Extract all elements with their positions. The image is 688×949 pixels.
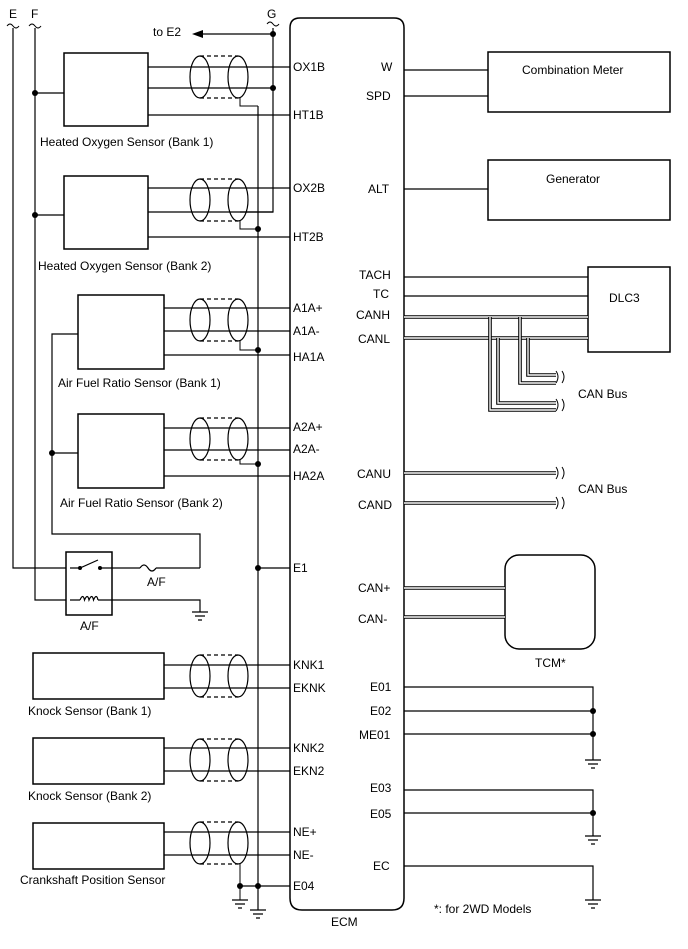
af-relay-label: A/F xyxy=(80,619,99,633)
ground-icon xyxy=(585,899,601,909)
rail-f-wire xyxy=(34,28,70,601)
pin-a1a-minus: A1A- xyxy=(293,324,320,338)
coil-icon xyxy=(79,595,99,602)
ho2-bank1-label: Heated Oxygen Sensor (Bank 1) xyxy=(40,135,213,149)
pin-ox1b: OX1B xyxy=(293,60,325,74)
pin-ht1b: HT1B xyxy=(293,108,324,122)
tcm-box xyxy=(504,554,596,650)
pin-me01: ME01 xyxy=(359,728,391,742)
af-fuse-label: A/F xyxy=(147,575,166,589)
can-tcm-wires xyxy=(404,586,505,619)
knock-bank2-label: Knock Sensor (Bank 2) xyxy=(28,789,151,803)
pin-alt: ALT xyxy=(368,182,390,196)
ho2-bank1-box xyxy=(63,52,149,127)
pin-ekn2: EKN2 xyxy=(293,764,325,778)
pin-ne-plus: NE+ xyxy=(293,825,317,839)
ground-icon xyxy=(192,611,208,621)
can-bus-1-label: CAN Bus xyxy=(578,387,627,401)
pin-ha2a: HA2A xyxy=(293,469,324,483)
ho2-bank2-box xyxy=(63,175,149,250)
pin-tc: TC xyxy=(373,287,389,301)
pin-spd: SPD xyxy=(366,89,391,103)
pin-a2a-plus: A2A+ xyxy=(293,420,323,434)
dlc3-label: DLC3 xyxy=(609,291,640,305)
pin-e03: E03 xyxy=(370,781,392,795)
ground-icon xyxy=(250,909,266,919)
af-bank1-label: Air Fuel Ratio Sensor (Bank 1) xyxy=(58,376,221,390)
af-bank2-label: Air Fuel Ratio Sensor (Bank 2) xyxy=(60,496,223,510)
ecm-label: ECM xyxy=(331,915,358,929)
canh-canl-wires xyxy=(404,315,588,412)
pin-canh: CANH xyxy=(356,308,390,322)
crank-sensor-label: Crankshaft Position Sensor xyxy=(20,873,165,887)
pin-e05: E05 xyxy=(370,807,392,821)
pin-e02: E02 xyxy=(370,704,392,718)
pin-e1: E1 xyxy=(293,561,308,575)
pin-e04: E04 xyxy=(293,879,315,893)
pin-canu: CANU xyxy=(357,467,391,481)
af-bank2-box xyxy=(77,413,165,489)
pin-knk2: KNK2 xyxy=(293,741,325,755)
knock-bank2-box xyxy=(32,737,165,785)
can-bus-2-label: CAN Bus xyxy=(578,482,627,496)
pin-canl: CANL xyxy=(358,332,390,346)
dlc3-box xyxy=(587,266,671,353)
combination-meter-label: Combination Meter xyxy=(522,63,623,77)
fuse-icon xyxy=(139,564,157,572)
pin-knk1: KNK1 xyxy=(293,658,325,672)
rail-f-label: F xyxy=(31,7,38,21)
ground-icon xyxy=(585,759,601,769)
knock-bank1-label: Knock Sensor (Bank 1) xyxy=(28,704,151,718)
pin-cand: CAND xyxy=(358,498,392,512)
can-bus-break-icon xyxy=(555,466,565,510)
ground-icon xyxy=(232,899,248,909)
to-e2-label: to E2 xyxy=(153,25,181,39)
af-relay-box xyxy=(65,551,113,616)
pin-ox2b: OX2B xyxy=(293,181,325,195)
rail-g-label: G xyxy=(267,7,276,21)
pin-a1a-plus: A1A+ xyxy=(293,301,323,315)
rail-labels: E F G to E2 xyxy=(9,7,276,39)
generator-box xyxy=(487,159,671,221)
can-bus-break-icon xyxy=(555,370,565,412)
pin-can-plus: CAN+ xyxy=(358,581,390,595)
generator-label: Generator xyxy=(546,172,600,186)
rail-e-wire xyxy=(12,28,70,569)
canu-cand-wires xyxy=(404,471,556,505)
ho2-bank2-label: Heated Oxygen Sensor (Bank 2) xyxy=(38,259,211,273)
footnote: *: for 2WD Models xyxy=(434,902,531,916)
rail-e-label: E xyxy=(9,7,17,21)
tcm-label: TCM* xyxy=(535,656,566,670)
pin-w: W xyxy=(381,60,393,74)
pin-a2a-minus: A2A- xyxy=(293,442,320,456)
arrow-icon xyxy=(192,30,203,38)
pin-can-minus: CAN- xyxy=(358,612,387,626)
combination-meter-box xyxy=(487,51,671,113)
af-heater-supply-wire xyxy=(51,333,201,568)
af-bank1-box xyxy=(77,294,165,370)
pin-tach: TACH xyxy=(359,268,391,282)
pin-eknk: EKNK xyxy=(293,681,326,695)
crank-sensor-box xyxy=(32,822,165,870)
pin-ha1a: HA1A xyxy=(293,350,324,364)
pin-ne-minus: NE- xyxy=(293,848,314,862)
rail-break-marks xyxy=(6,21,280,29)
knock-bank1-box xyxy=(32,652,165,700)
pin-e01: E01 xyxy=(370,680,392,694)
ground-icon xyxy=(585,835,601,845)
pin-ec: EC xyxy=(373,859,390,873)
pin-ht2b: HT2B xyxy=(293,230,324,244)
ecm-box xyxy=(289,17,405,911)
